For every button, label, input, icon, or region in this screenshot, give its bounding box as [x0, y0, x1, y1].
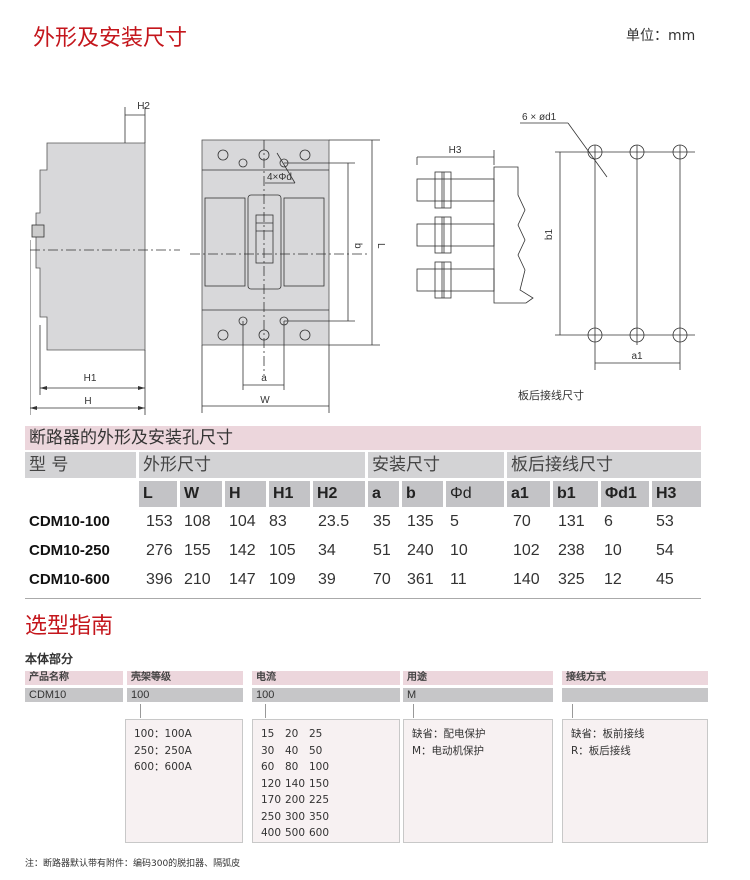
col-a1: a1	[507, 481, 550, 507]
label-h2: H2	[137, 101, 150, 112]
field-value-usage: M	[403, 688, 553, 702]
frame-options-box: 100：100A 250：250A 600：600A	[125, 719, 243, 843]
field-value-wiring	[562, 688, 708, 702]
page-title: 外形及安装尺寸	[33, 26, 188, 51]
arrow-down-icon	[140, 704, 141, 718]
svg-text:a1: a1	[631, 351, 643, 362]
col-phi-d1: Φd1	[601, 481, 649, 507]
col-H: H	[225, 481, 266, 507]
model-header: 型 号	[25, 452, 136, 478]
field-label-usage: 用途	[403, 671, 553, 685]
svg-text:H1: H1	[84, 373, 97, 384]
group-rear-wiring-dims: 板后接线尺寸	[507, 452, 701, 478]
field-value-frame-grade: 100	[127, 688, 243, 702]
arrow-down-icon	[265, 704, 266, 718]
svg-text:4×Φd: 4×Φd	[267, 172, 292, 183]
group-mounting-dims: 安装尺寸	[368, 452, 504, 478]
selection-guide-title: 选型指南	[25, 614, 114, 639]
svg-text:a: a	[261, 373, 267, 384]
svg-text:W: W	[260, 395, 270, 406]
arrow-down-icon	[413, 704, 414, 718]
usage-options-box: 缺省：配电保护 M：电动机保护	[403, 719, 553, 843]
svg-text:6 × ød1: 6 × ød1	[522, 112, 557, 123]
group-outline-dims: 外形尺寸	[139, 452, 365, 478]
side-view-drawing: H2 H1 H	[30, 101, 180, 415]
wiring-options-box: 缺省：板前接线 R：板后接线	[562, 719, 708, 843]
svg-text:b1: b1	[544, 228, 555, 240]
field-label-product-name: 产品名称	[25, 671, 123, 685]
table-bottom-rule	[25, 598, 701, 599]
col-H2: H2	[313, 481, 365, 507]
field-label-frame-grade: 壳架等级	[127, 671, 243, 685]
arrow-down-icon	[572, 704, 573, 718]
front-view-drawing: 4×Φd b L a W	[190, 139, 386, 413]
unit-label: 单位：mm	[626, 28, 696, 44]
field-value-current: 100	[252, 688, 400, 702]
col-H3: H3	[652, 481, 701, 507]
col-phi-d: Φd	[446, 481, 504, 507]
col-W: W	[180, 481, 222, 507]
svg-text:H3: H3	[449, 145, 462, 156]
field-label-wiring: 接线方式	[562, 671, 708, 685]
col-b: b	[402, 481, 443, 507]
col-a: a	[368, 481, 399, 507]
rear-connection-drawing: 6 × ød1 H3 b1 a1	[416, 112, 695, 370]
dimension-table-title: 断路器的外形及安装孔尺寸	[25, 426, 701, 450]
selection-guide-subtitle: 本体部分	[25, 652, 74, 666]
svg-text:H: H	[84, 396, 91, 407]
svg-text:L: L	[375, 243, 386, 249]
rear-connection-caption: 板后接线尺寸	[518, 389, 584, 402]
col-b1: b1	[553, 481, 598, 507]
col-L: L	[139, 481, 177, 507]
footnote: 注：断路器默认带有附件：编码300的脱扣器、隔弧皮	[25, 859, 241, 869]
col-H1: H1	[269, 481, 310, 507]
field-value-product-name: CDM10	[25, 688, 123, 702]
field-label-current: 电流	[252, 671, 400, 685]
svg-text:b: b	[352, 243, 363, 249]
